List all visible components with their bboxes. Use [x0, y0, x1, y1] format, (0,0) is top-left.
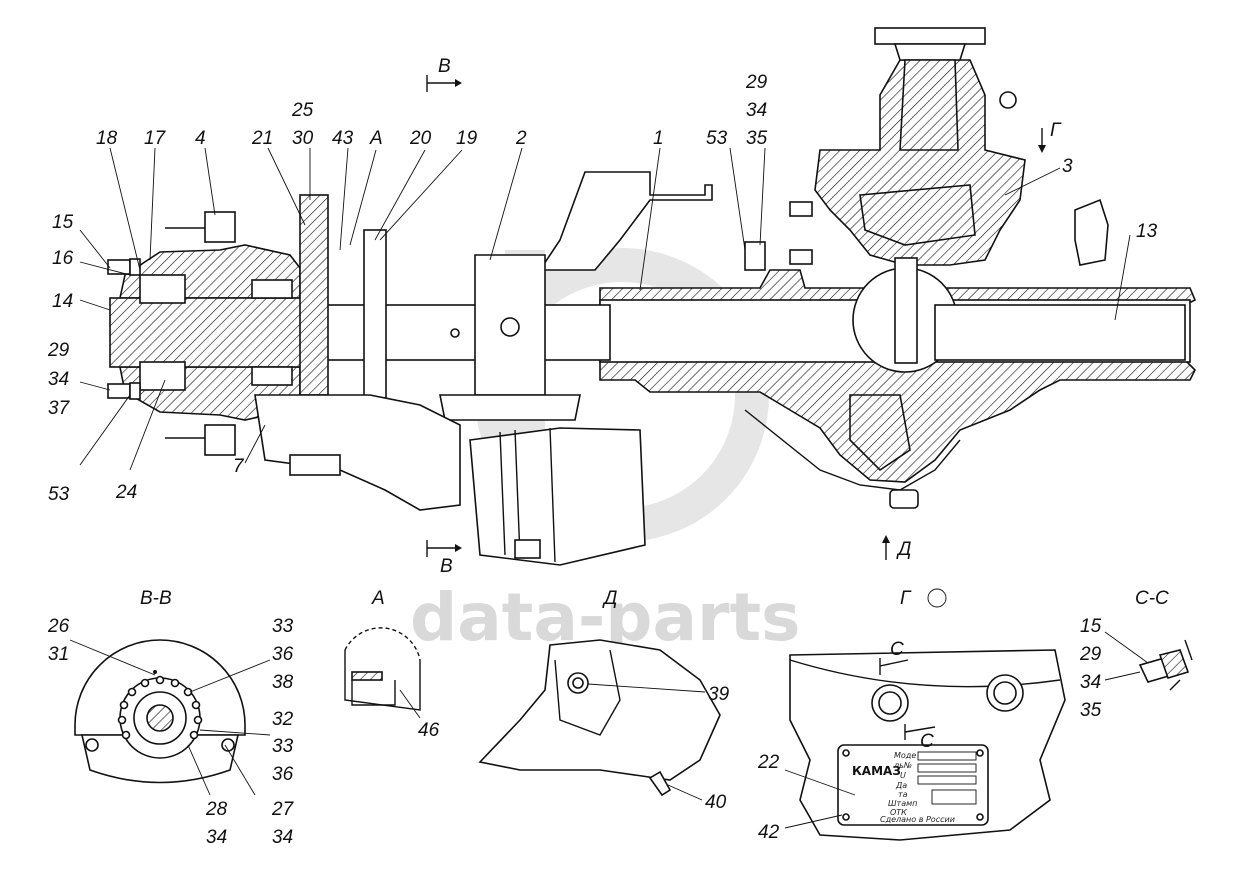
view-a: А 46: [344, 588, 440, 741]
brake-chamber: [254, 394, 646, 566]
label-20: 20: [409, 128, 432, 149]
label-19: 19: [456, 128, 478, 149]
label-1: 1: [653, 128, 664, 149]
label-34-left: 34: [48, 369, 69, 390]
label-2: 2: [515, 128, 527, 149]
view-g: Г КАМАЗ Моде ль№ U Да та Штамп ОТК Сдела…: [757, 588, 1066, 843]
spring-bracket: [439, 171, 713, 421]
label-34-top: 34: [746, 100, 767, 121]
bb-label-27: 27: [271, 799, 295, 820]
section-d: Д: [896, 539, 911, 560]
plate-row-1: ль№: [893, 761, 912, 770]
bb-label-34a: 34: [206, 827, 227, 848]
view-d: Д 39 40: [478, 588, 730, 813]
wheel-hub: [109, 194, 387, 456]
view-b-b: В-В 26 31 33 36 38 3: [47, 588, 295, 848]
label-35-top: 35: [746, 128, 768, 149]
label-17: 17: [144, 128, 167, 149]
g-label-42: 42: [758, 822, 780, 843]
cc-label-15: 15: [1080, 616, 1102, 637]
main-gear-housing: [814, 27, 1109, 509]
view-c-c-title: С-С: [1135, 588, 1169, 609]
bb-label-33b: 33: [272, 736, 294, 757]
section-g: Г: [1050, 120, 1062, 141]
cc-label-34: 34: [1080, 672, 1101, 693]
plate-brand: КАМАЗ: [852, 764, 901, 778]
label-24: 24: [115, 482, 137, 503]
plate-row-0: Моде: [894, 751, 916, 760]
bb-label-26: 26: [47, 616, 70, 637]
g-label-22: 22: [757, 752, 780, 773]
view-d-title: Д: [602, 588, 617, 609]
bb-label-31: 31: [48, 644, 69, 665]
plate-row-5: Штамп: [888, 799, 917, 808]
label-29-left: 29: [47, 340, 70, 361]
g-label-c1: С: [890, 639, 904, 660]
label-29-top: 29: [745, 72, 768, 93]
half-shaft-right: [934, 304, 1186, 361]
bolts: [107, 201, 813, 400]
g-label-c2: С: [920, 731, 934, 752]
view-g-title: Г: [900, 588, 912, 609]
d-label-40: 40: [705, 792, 727, 813]
view-b-b-title: В-В: [140, 588, 172, 609]
half-shaft-left: [289, 304, 611, 361]
bb-label-32: 32: [272, 709, 294, 730]
label-25: 25: [291, 100, 314, 121]
label-13: 13: [1136, 221, 1158, 242]
plate-row-6: ОТК: [890, 808, 907, 817]
label-53-top: 53: [706, 128, 728, 149]
leader-lines: [79, 147, 1131, 471]
bb-label-38: 38: [272, 672, 294, 693]
a-label-46: 46: [418, 720, 440, 741]
section-b-top: В: [438, 56, 451, 77]
label-30: 30: [292, 128, 314, 149]
bolt-circle: [85, 675, 235, 752]
bb-label-36a: 36: [272, 644, 294, 665]
cc-label-29: 29: [1079, 644, 1102, 665]
bb-label-34b: 34: [272, 827, 293, 848]
label-16: 16: [52, 248, 74, 269]
label-37-left: 37: [48, 398, 71, 419]
label-21: 21: [251, 128, 273, 149]
label-15: 15: [52, 212, 74, 233]
label-18: 18: [96, 128, 118, 149]
plate-row-7: Сделано в России: [880, 815, 955, 824]
label-7: 7: [233, 456, 245, 477]
view-a-title: А: [371, 588, 385, 609]
cc-label-35: 35: [1080, 700, 1102, 721]
label-14: 14: [52, 291, 73, 312]
plate-row-3: Да: [895, 781, 907, 790]
main-axle-view: 1 2 3 4 7 13 14 15 16 17 18 19 20 21 24 …: [47, 27, 1197, 577]
view-g-symbol: [927, 588, 947, 608]
section-markers: [426, 75, 1046, 560]
bb-label-36b: 36: [272, 764, 294, 785]
label-53-left: 53: [48, 484, 70, 505]
plate-row-2: U: [900, 771, 906, 780]
d-label-39: 39: [708, 684, 730, 705]
view-c-c: С-С 15 29 34 35: [1079, 588, 1193, 721]
label-43: 43: [332, 128, 354, 149]
plate-row-4: та: [898, 790, 908, 799]
label-A: A: [369, 128, 383, 149]
label-4: 4: [195, 128, 206, 149]
label-3: 3: [1062, 156, 1073, 177]
bb-label-33a: 33: [272, 616, 294, 637]
section-b-bottom: В: [440, 556, 453, 577]
bb-label-28: 28: [205, 799, 228, 820]
data-plate: [837, 744, 989, 826]
